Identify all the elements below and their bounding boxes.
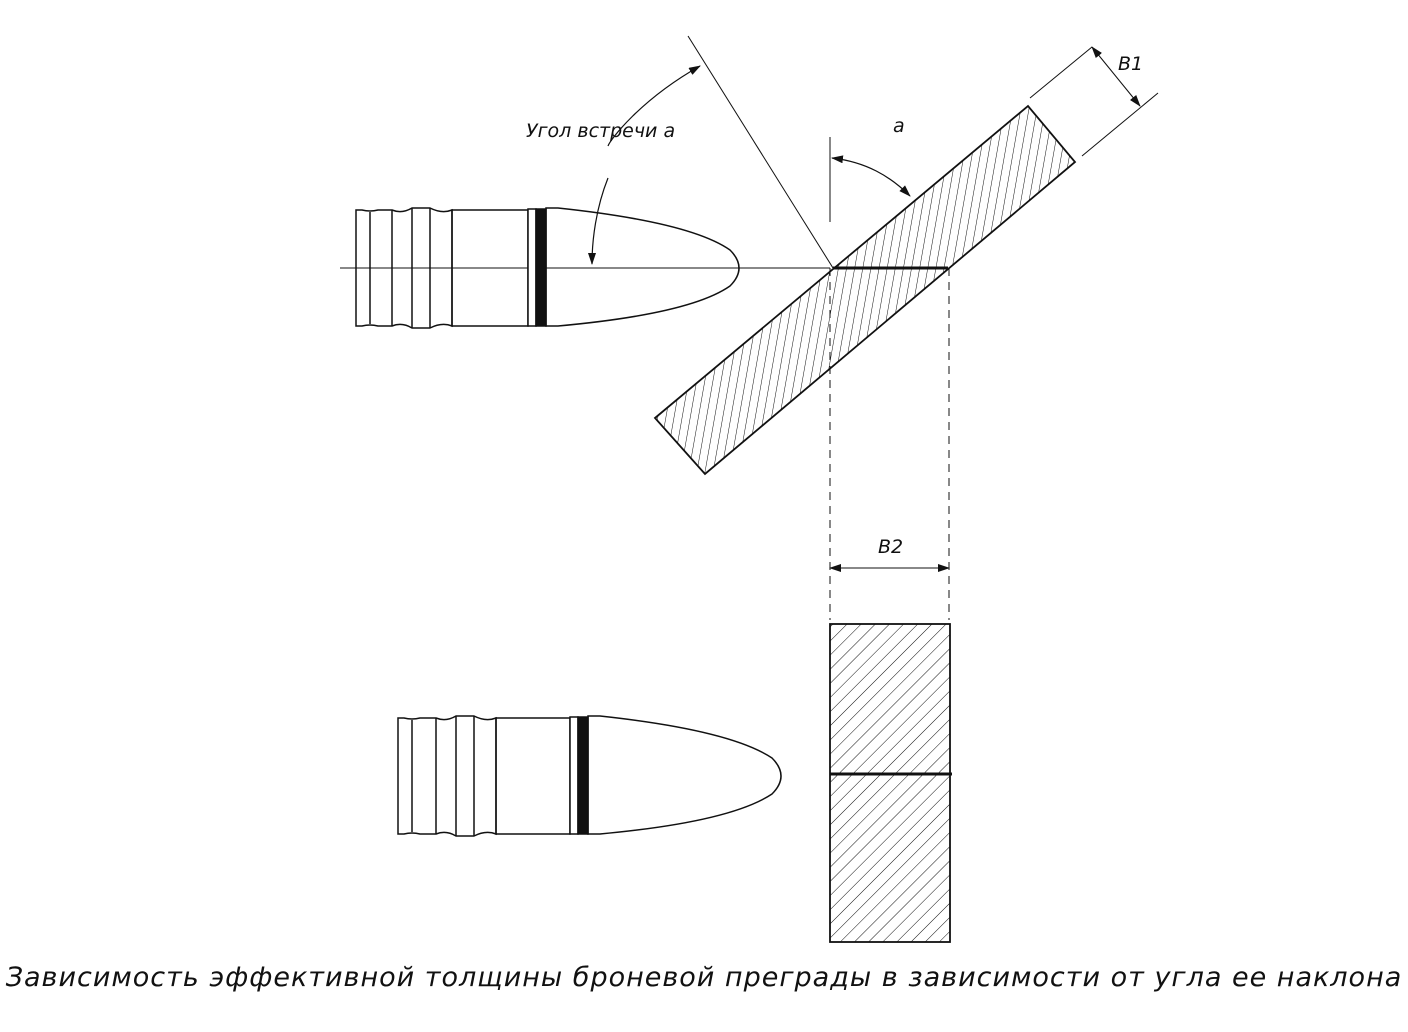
projection-lines (829, 268, 950, 620)
bullet-top-nose (545, 207, 740, 327)
vertical-plate (829, 623, 952, 943)
b1-label: B1 (1118, 53, 1143, 75)
b2-label: B2 (878, 536, 903, 558)
figure-caption: Зависимость эффективной толщины броневой… (5, 962, 1403, 993)
inclined-plate (653, 35, 1077, 476)
b1-dimension (1029, 46, 1159, 157)
bullet-bottom (397, 715, 782, 837)
impact-angle-label: Угол встречи a (526, 120, 675, 142)
angle-a-arc (831, 155, 911, 197)
normal-line (687, 35, 834, 269)
bullet-top (340, 207, 830, 329)
impact-angle-arc (588, 65, 701, 265)
angle-a-label: a (893, 115, 905, 137)
